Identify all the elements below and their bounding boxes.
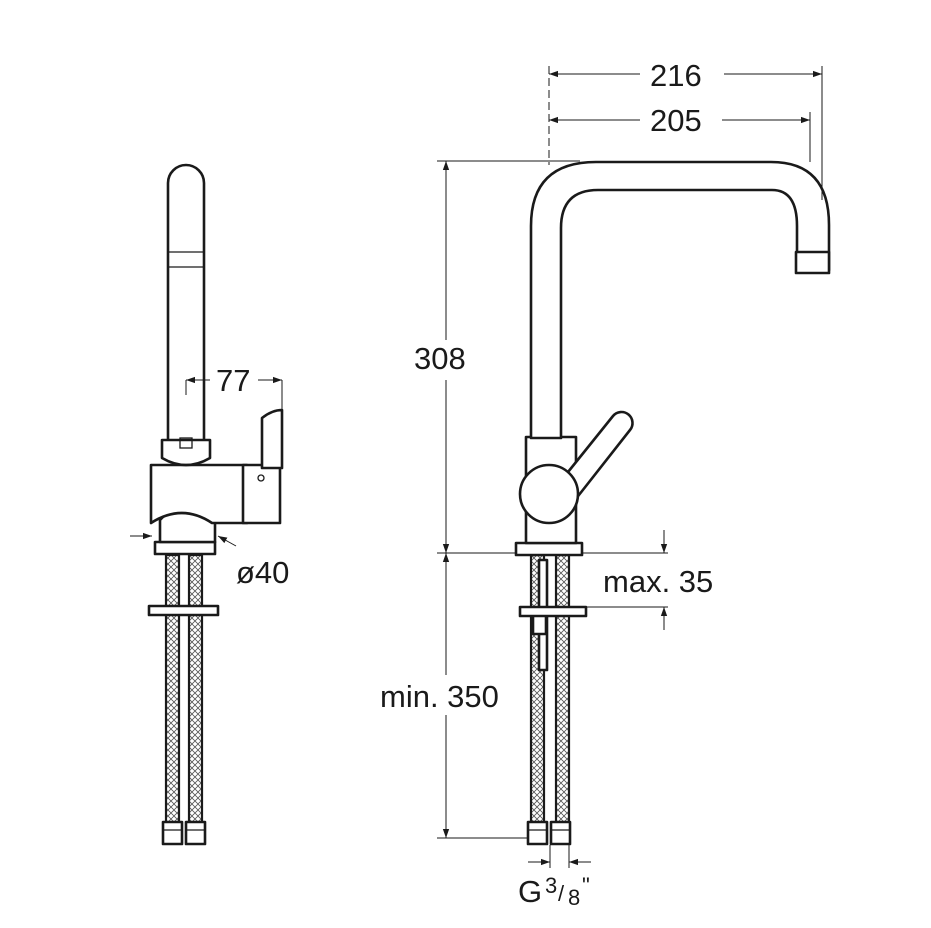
side-hose-right	[187, 553, 204, 825]
dim-308: 308	[414, 160, 580, 554]
side-hose-nut-right	[184, 820, 207, 846]
dim-216: 216	[548, 58, 823, 200]
front-lever	[558, 410, 634, 502]
dim-max-35-label: max. 35	[603, 564, 713, 599]
dim-thread-slash: /	[558, 881, 565, 906]
dim-thread-fraction-num: 3	[545, 873, 557, 898]
dim-205-label: 205	[650, 103, 702, 138]
front-hose-nut-left	[526, 820, 549, 846]
dim-min-350-label: min. 350	[380, 679, 499, 714]
front-hose-right	[554, 553, 571, 825]
side-hose-left	[164, 553, 181, 825]
front-spout	[529, 160, 831, 440]
side-view	[147, 163, 284, 846]
side-collar	[160, 438, 212, 467]
dim-thread-suffix: "	[582, 873, 590, 898]
dim-77: 77	[185, 363, 283, 410]
dim-77-label: 77	[216, 363, 250, 398]
front-aerator	[794, 250, 831, 275]
dim-max-35: max. 35	[582, 530, 713, 630]
dim-diameter: ø40	[130, 532, 289, 590]
dim-thread: G 3 / 8 "	[518, 845, 591, 910]
side-fixing-plate	[147, 604, 220, 617]
front-hose-nut-right	[549, 820, 572, 846]
dim-308-label: 308	[414, 341, 466, 376]
dim-min-350: min. 350	[380, 553, 528, 839]
dim-thread-label: G	[518, 874, 542, 909]
side-cartridge-cover	[241, 463, 282, 525]
front-fixing-plate	[518, 605, 588, 618]
dim-diameter-label: ø40	[236, 555, 289, 590]
side-lever	[260, 408, 284, 470]
front-view	[514, 160, 831, 846]
dim-216-label: 216	[650, 58, 702, 93]
side-base-ring	[153, 540, 217, 556]
side-spout-tube	[166, 163, 206, 446]
side-body	[149, 463, 249, 525]
dim-thread-fraction-den: 8	[568, 885, 580, 910]
dim-205: 205	[549, 103, 811, 162]
front-lever-hub	[518, 463, 580, 525]
front-base-ring	[514, 541, 584, 557]
side-hose-nut-left	[161, 820, 184, 846]
